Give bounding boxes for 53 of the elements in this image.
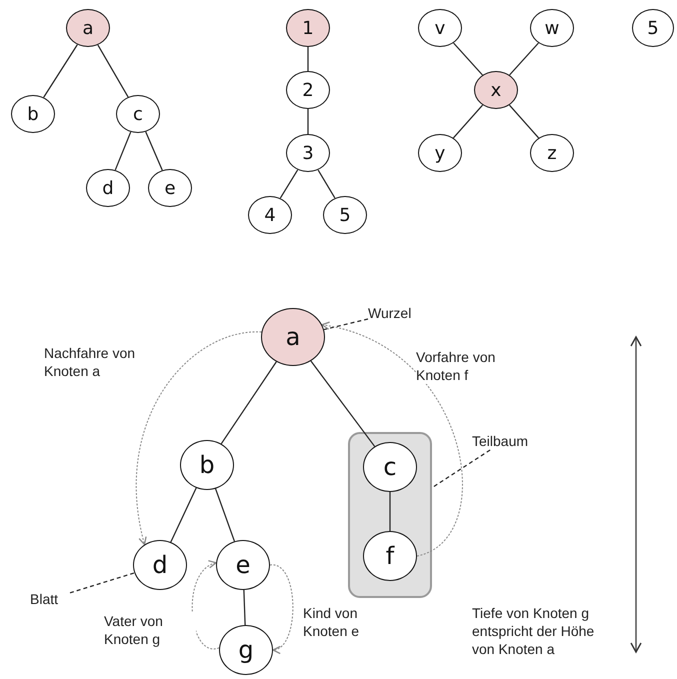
- callout-label: Teilbaum: [472, 432, 536, 450]
- tree-edge: [509, 42, 539, 76]
- edge-label: Vater von Knoten g: [104, 612, 196, 648]
- tree-node: w: [530, 9, 574, 47]
- tree-node: d: [133, 540, 187, 590]
- tree-node: d: [86, 169, 130, 207]
- tree-edge: [43, 44, 78, 98]
- tree-node: b: [11, 95, 55, 133]
- tree-node: a: [66, 9, 110, 47]
- tree-node: f: [363, 531, 417, 581]
- tree-node: g: [219, 625, 273, 675]
- tree-node: 3: [286, 134, 330, 172]
- tree-node: c: [116, 95, 160, 133]
- tree-node: 2: [286, 71, 330, 109]
- tree-node: z: [530, 134, 574, 172]
- callout-label: Blatt: [30, 590, 70, 608]
- curved-arrow: [270, 564, 294, 652]
- callout-label: Wurzel: [368, 304, 418, 322]
- tree-node: y: [418, 134, 462, 172]
- tree-node: e: [148, 169, 192, 207]
- tree-edge: [310, 360, 376, 447]
- tree-edge: [220, 361, 277, 444]
- curved-arrow: [192, 562, 220, 650]
- tree-edge: [145, 132, 163, 170]
- tree-node: 5: [323, 196, 367, 234]
- tree-node: a: [261, 308, 325, 366]
- tree-node: b: [180, 440, 234, 490]
- tree-node: 4: [248, 196, 292, 234]
- tree-edge: [214, 488, 236, 542]
- tree-edge: [307, 47, 309, 71]
- tree-edge: [307, 109, 309, 134]
- tree-edge: [280, 169, 298, 199]
- tree-edge: [114, 132, 132, 170]
- subtree-box: [348, 432, 432, 598]
- tree-node: c: [363, 442, 417, 492]
- tree-node: v: [418, 9, 462, 47]
- tree-node: x: [474, 71, 518, 109]
- curved-arrow: [321, 322, 463, 556]
- tree-node: e: [216, 540, 270, 590]
- tree-edge: [508, 104, 540, 138]
- leader-line: [432, 450, 490, 488]
- tree-edge: [243, 590, 246, 626]
- tree-edge: [318, 170, 336, 198]
- leader-line: [324, 318, 368, 330]
- leader-line: [70, 572, 135, 594]
- tree-edge: [97, 44, 129, 98]
- tree-edge: [453, 42, 483, 76]
- tree-node: 1: [286, 9, 330, 47]
- curved-arrow: [136, 331, 262, 546]
- tree-node: 5: [632, 9, 674, 47]
- tree-edge: [452, 104, 484, 138]
- tree-edge: [170, 488, 197, 542]
- tree-edge: [389, 492, 391, 531]
